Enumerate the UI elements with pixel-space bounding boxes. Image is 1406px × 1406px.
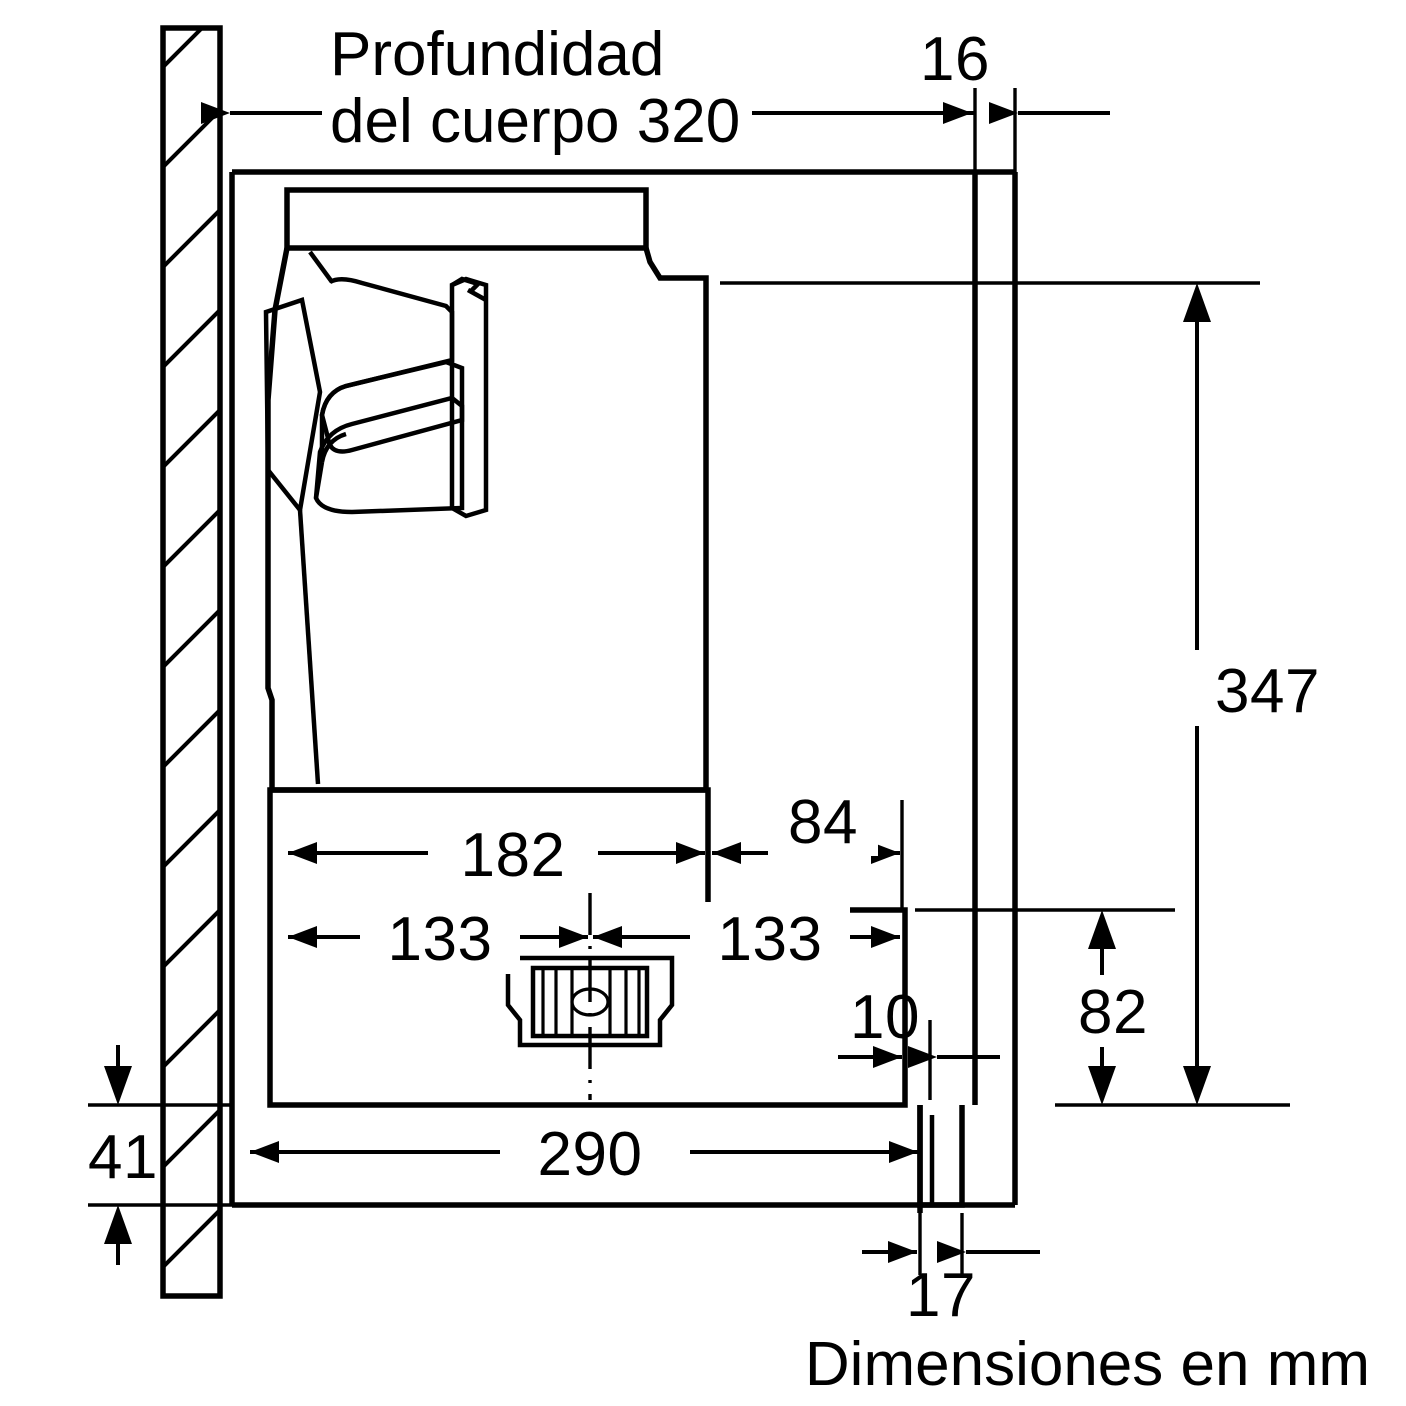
- extension-lines: [88, 88, 1290, 1275]
- dimension-84: 84: [712, 788, 900, 864]
- cabinet-outline: [229, 169, 1018, 1208]
- dimension-17: 17: [862, 1241, 1040, 1330]
- dimension-290-label: 290: [538, 1120, 643, 1189]
- dimension-182: 182: [288, 818, 705, 890]
- dimension-82-label: 82: [1078, 978, 1148, 1047]
- dimension-10: 10: [838, 983, 1000, 1068]
- dimension-41: 41: [88, 1045, 158, 1265]
- dimension-body-depth: Profundidad del cuerpo 320 del cuerpo 32…: [201, 20, 975, 157]
- dimension-133-right-label: 133: [718, 905, 823, 974]
- dimension-182-label: 182: [461, 821, 566, 890]
- wall-outline: [160, 25, 223, 1299]
- hood-body: [265, 187, 965, 1213]
- dimension-84-label: 84: [788, 788, 858, 857]
- dimension-133-left-label: 133: [388, 905, 493, 974]
- hood-interior-detail: [263, 250, 489, 785]
- dimension-290: 290: [250, 1116, 918, 1190]
- dimension-16: 16: [880, 25, 1110, 124]
- dimension-82: 82: [1060, 910, 1180, 1105]
- units-note: Dimensiones en mm: [805, 1330, 1370, 1399]
- dimension-133-right: 133: [593, 902, 900, 974]
- dimension-41-label: 41: [88, 1123, 158, 1192]
- dimension-10-label: 10: [850, 983, 920, 1052]
- title-line-1: Profundidad: [330, 20, 664, 89]
- dimension-347-label: 347: [1215, 657, 1320, 726]
- dimension-133-left: 133: [288, 902, 588, 974]
- dimension-16-label: 16: [920, 25, 990, 94]
- title-line-2-overlay: del cuerpo 320: [330, 87, 740, 156]
- dimension-17-label: 17: [906, 1261, 976, 1330]
- wall-section: [160, 25, 223, 1299]
- dimension-347: 347: [1130, 283, 1320, 1105]
